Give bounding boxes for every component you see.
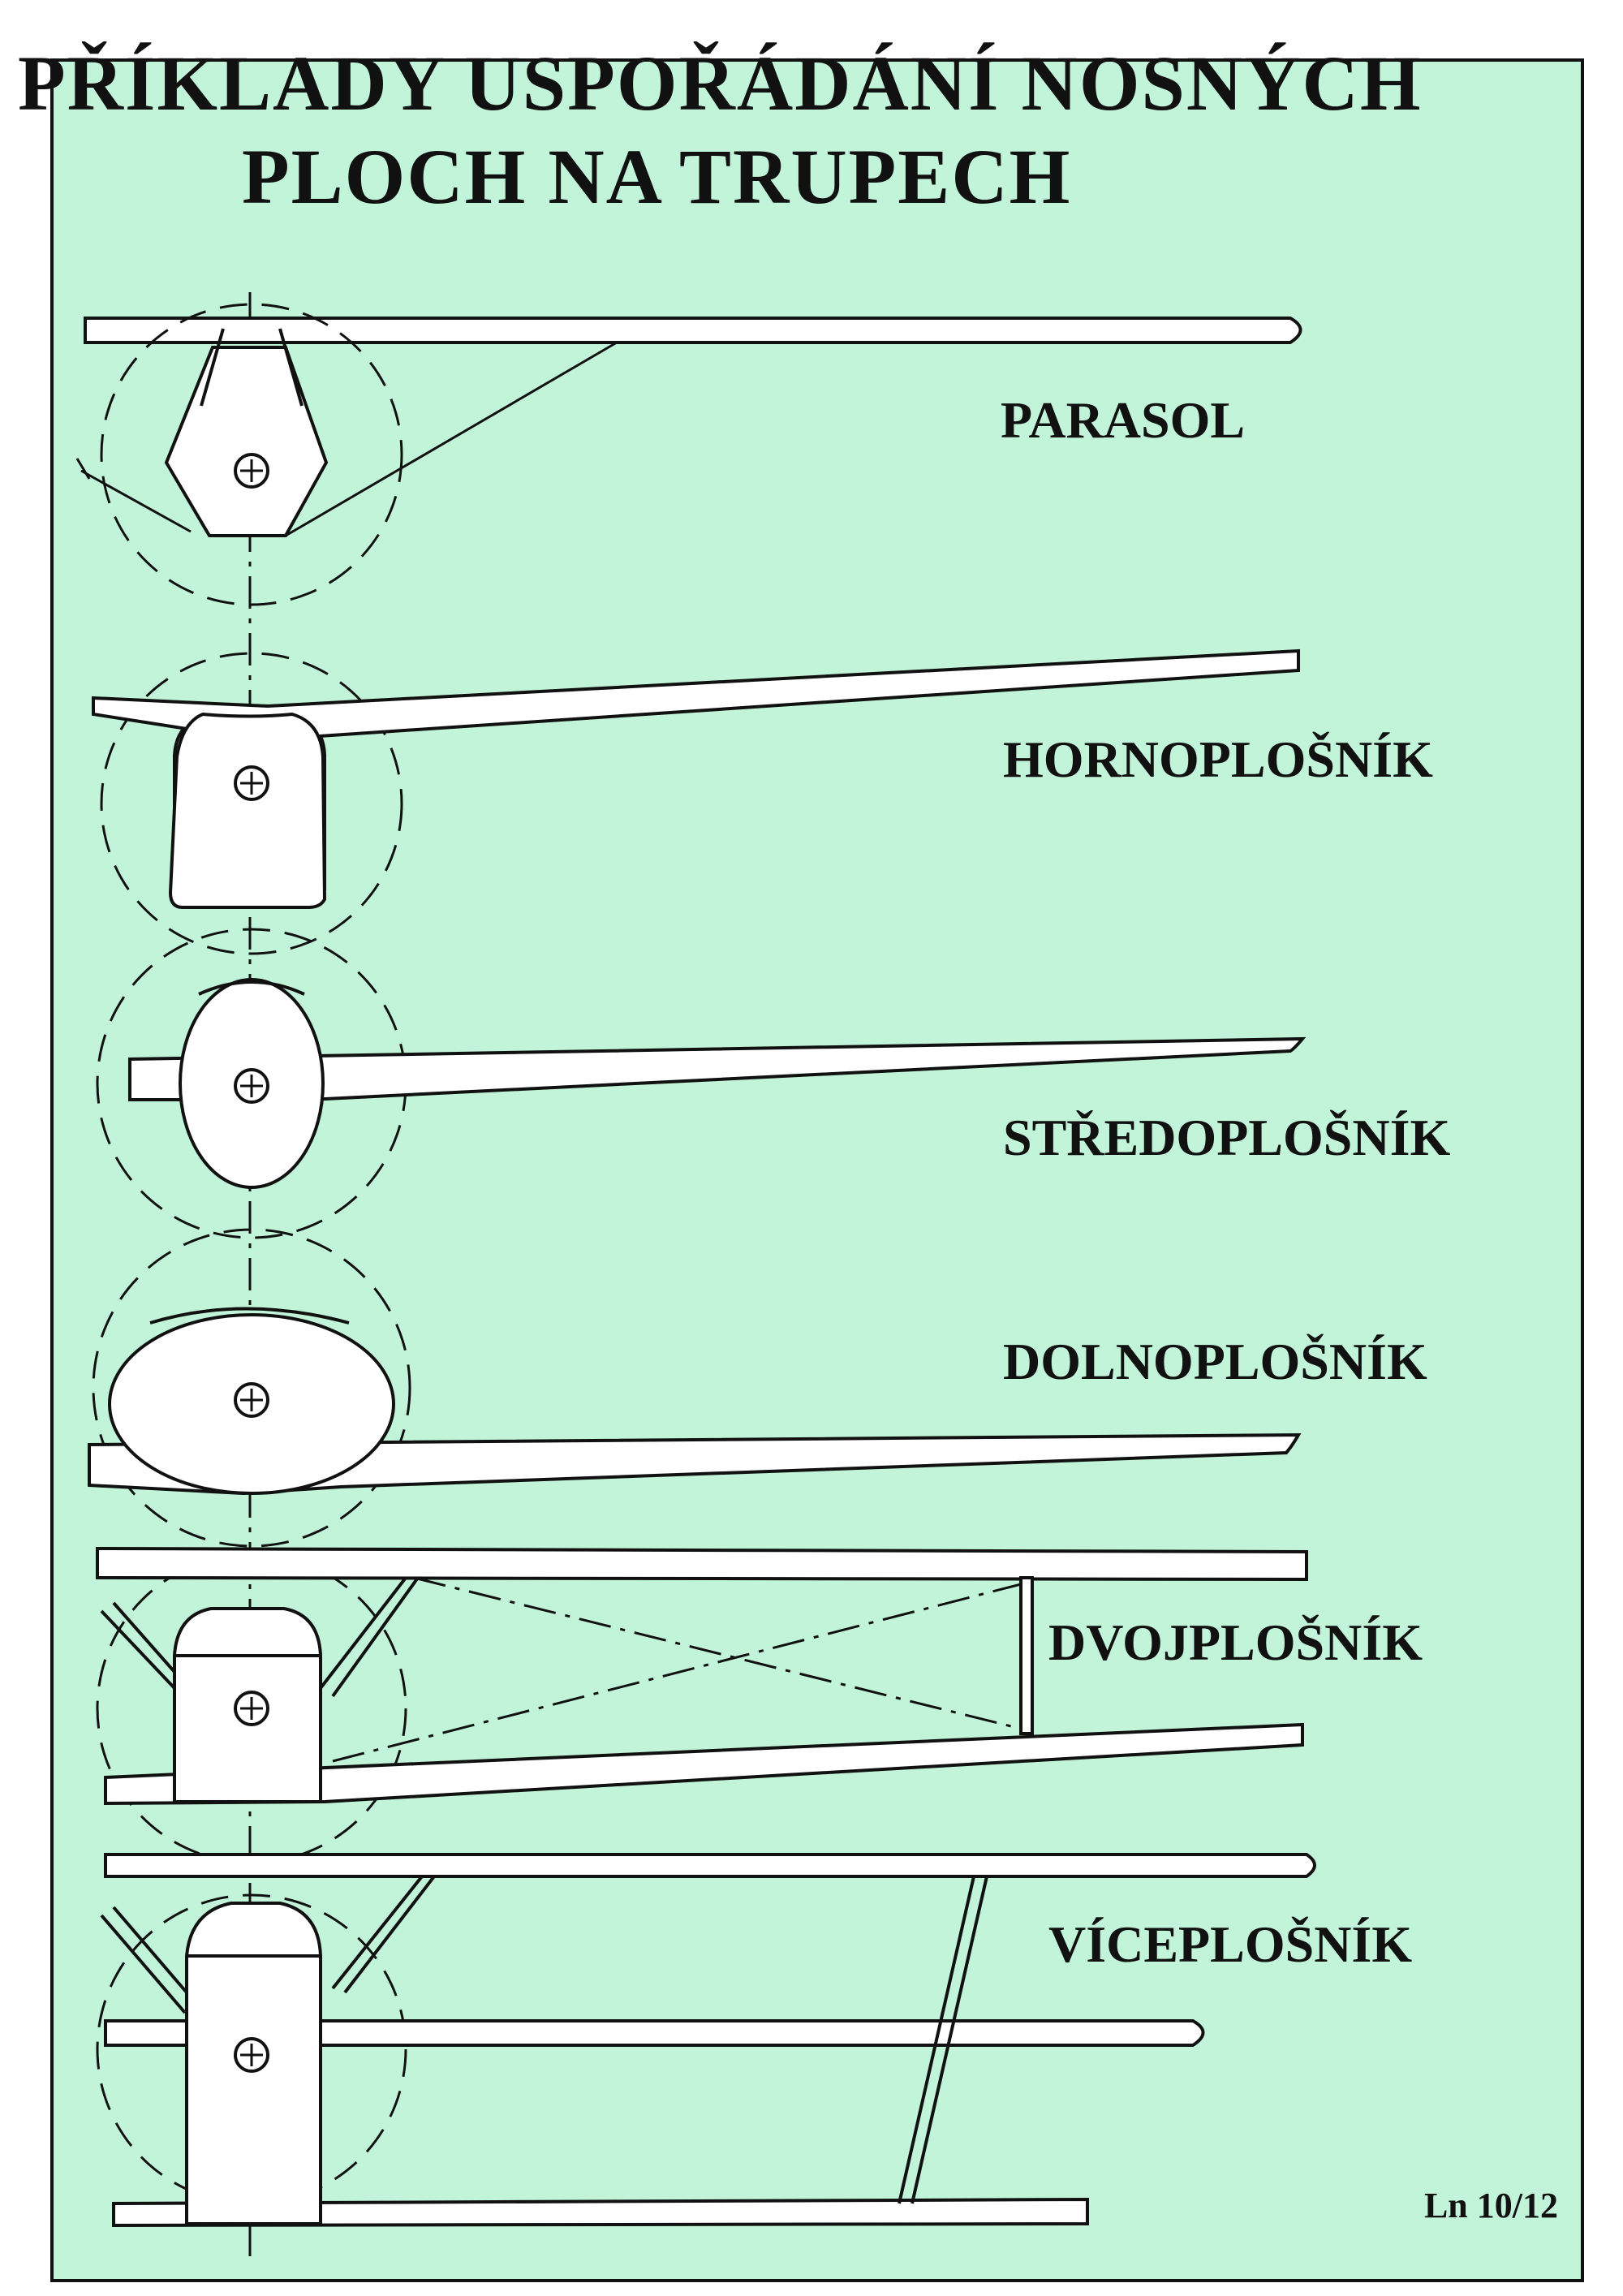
viceplosnik-middle-wing [104, 2019, 1205, 2047]
viceplosnik-fuselage [185, 1902, 322, 2225]
diagram-dolnoplosnik [88, 1228, 1302, 1548]
page-title-line-2: PLOCH NA TRUPECH [242, 133, 1072, 220]
parasol-wing [84, 317, 1302, 344]
hornoplosnik-body [168, 712, 327, 909]
diagram-hornoplosnik [92, 648, 1300, 955]
label-parasol: PARASOL [1001, 391, 1246, 449]
label-hornoplosnik: HORNOPLOŠNÍK [1003, 730, 1433, 788]
drawing-reference: Ln 10/12 [1423, 2186, 1558, 2225]
parasol-axis-marker [234, 453, 269, 489]
dvojplosnik-fuselage [173, 1607, 322, 1803]
label-viceplosnik: VÍCEPLOŠNÍK [1048, 1915, 1413, 1973]
dvojplosnik-lower-wing [104, 1722, 1304, 1806]
stredoplosnik-axis-marker [234, 1068, 269, 1104]
dvojplosnik-axis-marker [234, 1691, 269, 1726]
page-title-line-1: PŘÍKLADY USPOŘÁDÁNÍ NOSNÝCH [18, 40, 1423, 127]
diagram-parasol [75, 303, 1302, 606]
dvojplosnik-upper-wing [96, 1546, 1308, 1582]
diagram-viceplosnik [96, 1853, 1316, 2228]
viceplosnik-axis-marker [234, 2037, 269, 2073]
dvojplosnik-interplane-strut [1019, 1576, 1034, 1735]
dolnoplosnik-axis-marker [234, 1382, 269, 1418]
hornoplosnik-axis-marker [234, 765, 269, 801]
label-stredoplosnik: STŘEDOPLOŠNÍK [1003, 1109, 1451, 1166]
label-dvojplosnik: DVOJPLOŠNÍK [1048, 1613, 1423, 1671]
diagram-stredoplosnik [96, 928, 1307, 1239]
viceplosnik-bottom-wing [112, 2197, 1089, 2228]
hornoplosnik-wing [92, 648, 1300, 743]
label-dolnoplosnik: DOLNOPLOŠNÍK [1003, 1333, 1427, 1390]
diagram-dvojplosnik [96, 1546, 1308, 1864]
viceplosnik-top-wing [104, 1853, 1316, 1878]
parasol-fuselage [164, 346, 329, 537]
stredoplosnik-wing [128, 1036, 1307, 1101]
